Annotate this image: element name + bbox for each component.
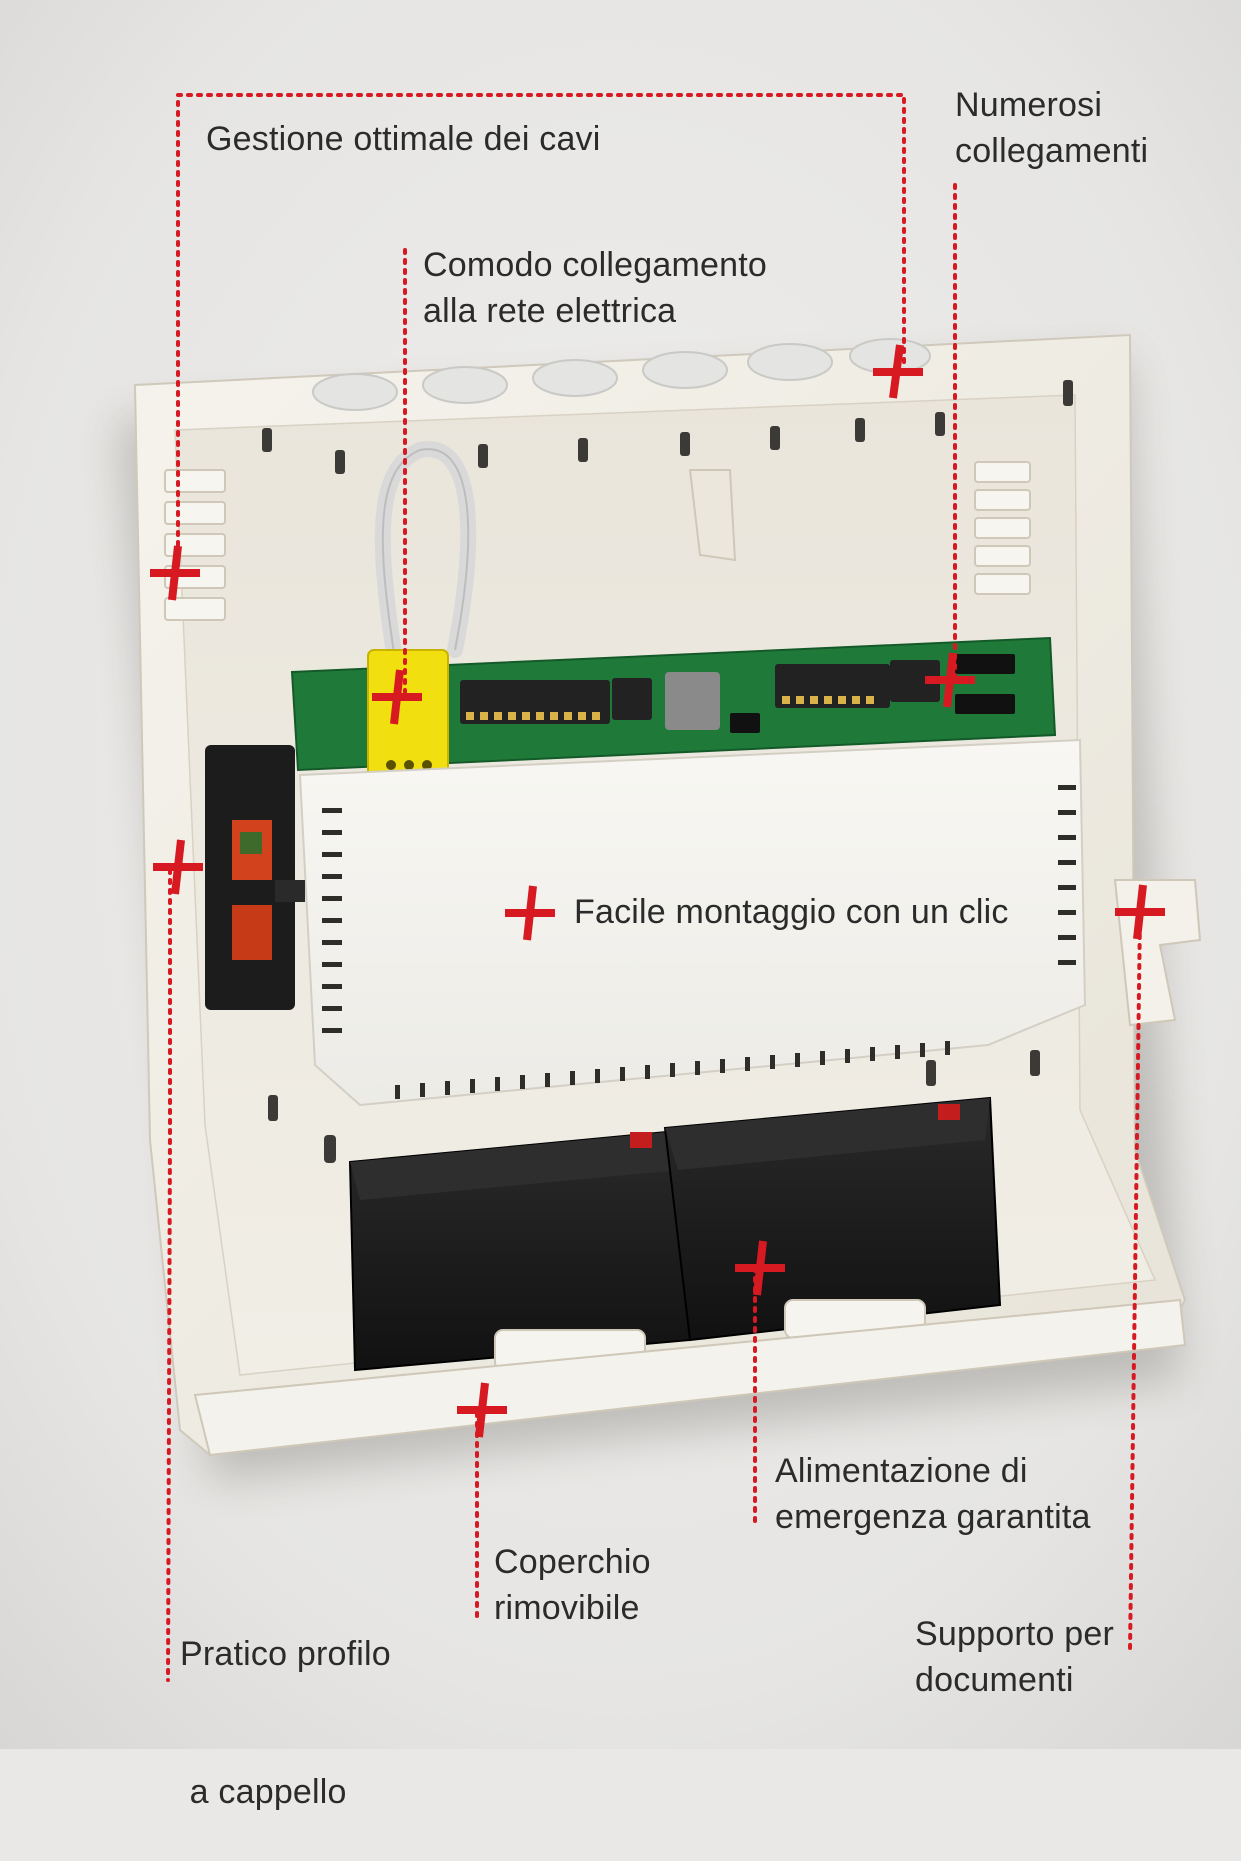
product-figure: Gestione ottimale dei cavi Numerosi coll… <box>0 0 1241 1811</box>
din-rail-relay <box>205 745 305 1010</box>
removable-cover-lip <box>193 1298 1187 1457</box>
left-cable-comb <box>164 469 226 621</box>
bracket <box>688 469 737 562</box>
callout-mains-connection: Comodo collegamento alla rete elettrica <box>423 246 767 330</box>
plus-icon <box>925 652 975 708</box>
plus-icon <box>150 545 200 601</box>
mains-cable-edge <box>381 448 470 661</box>
callout-connections: Numerosi collegamenti <box>955 86 1149 170</box>
product-photo <box>0 0 1241 1749</box>
plus-markers <box>150 344 1165 1438</box>
right-cable-comb <box>974 461 1031 595</box>
cover-bottom-vents <box>395 1041 950 1099</box>
plus-icon <box>505 885 555 941</box>
cable-glands <box>312 338 931 411</box>
pcb-terminal-pins <box>466 696 874 720</box>
plus-icon <box>873 344 923 399</box>
housing-slots <box>262 380 1073 1163</box>
plus-icon <box>735 1240 785 1296</box>
cover-vents <box>322 785 1076 1033</box>
batteries <box>348 1096 1002 1372</box>
plus-icon <box>153 839 203 895</box>
plus-icon <box>372 669 422 725</box>
plus-icon <box>1115 884 1165 940</box>
callout-emergency-power: Alimentazione di emergenza garantita <box>775 1452 1091 1536</box>
callout-cable-management: Gestione ottimale dei cavi <box>206 120 601 158</box>
callout-click-mounting: Facile montaggio con un clic <box>574 893 1009 931</box>
controller-cover <box>298 738 1087 1107</box>
callout-din-rail: Pratico profilo a cappello <box>180 1635 391 1811</box>
plus-icon <box>457 1382 507 1438</box>
callout-removable-cover: Coperchio rimovibile <box>494 1543 651 1627</box>
callout-document-holder: Supporto per documenti <box>915 1615 1114 1699</box>
leader-lines <box>166 93 1142 1682</box>
